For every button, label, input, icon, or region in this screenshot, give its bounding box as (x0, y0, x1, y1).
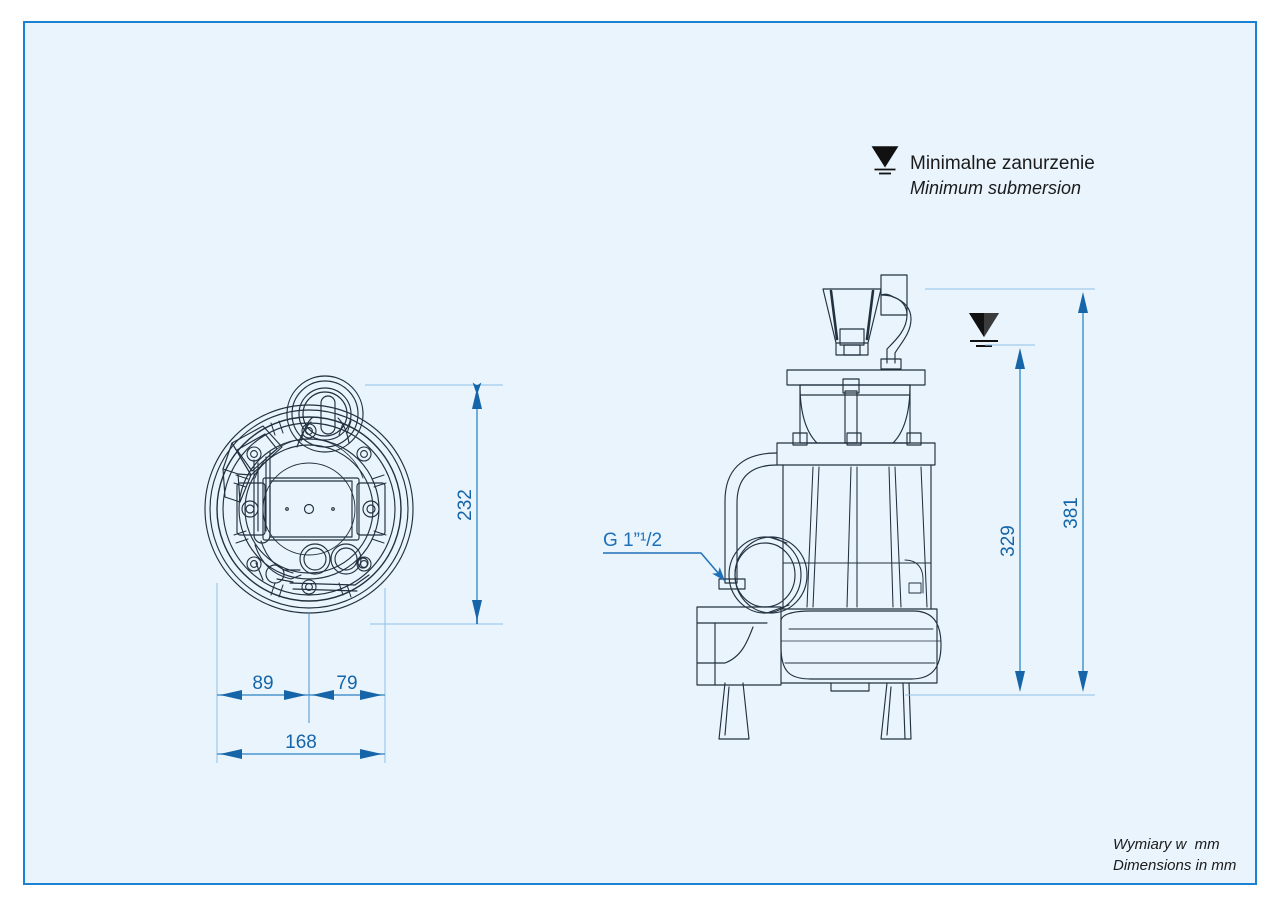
dimension-label-89: 89 (252, 673, 273, 694)
legend-label-pl: Minimalne zanurzenie (910, 153, 1095, 174)
drawing-sheet: Minimalne zanurzenie Minimum submersion (23, 21, 1257, 885)
dimension-front-height: 232 (365, 382, 503, 625)
dimension-label-329: 329 (998, 525, 1019, 557)
drawing-canvas: Minimalne zanurzenie Minimum submersion (204, 146, 1236, 874)
minimum-submersion-level-symbol (871, 146, 899, 175)
pump-front-view (204, 375, 414, 614)
dimension-label-232: 232 (455, 489, 476, 521)
dimension-label-168: 168 (285, 732, 317, 753)
dimension-label-79: 79 (336, 673, 357, 694)
pump-side-view (696, 274, 942, 740)
legend-block: Minimalne zanurzenie Minimum submersion (871, 146, 1095, 198)
callout-label-thread: G 1”¹/2 (603, 530, 662, 551)
legend-label-en: Minimum submersion (910, 178, 1081, 198)
water-level-symbol (969, 313, 999, 347)
footer-label-pl: Wymiary w mm (1113, 836, 1220, 853)
footer-label-en: Dimensions in mm (1113, 857, 1236, 874)
dimension-front-widths: 89 79 168 (216, 583, 386, 763)
dimension-side-heights: 329 381 (905, 288, 1095, 696)
footer-block: Wymiary w mm Dimensions in mm (1113, 836, 1236, 874)
dimension-label-381: 381 (1061, 497, 1082, 529)
callout-thread-size: G 1”¹/2 (603, 530, 726, 582)
